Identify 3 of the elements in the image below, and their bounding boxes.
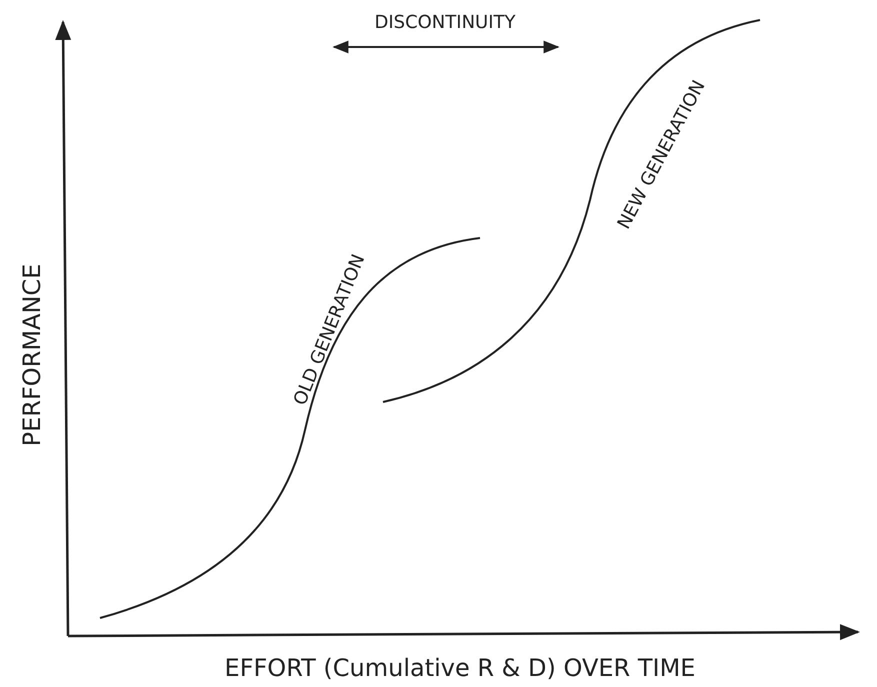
axis-title: PERFORMANCE [20, 264, 44, 446]
chart-annotation: DISCONTINUITY [374, 14, 516, 32]
axis-title: EFFORT (Cumulative R & D) OVER TIME [224, 656, 696, 680]
